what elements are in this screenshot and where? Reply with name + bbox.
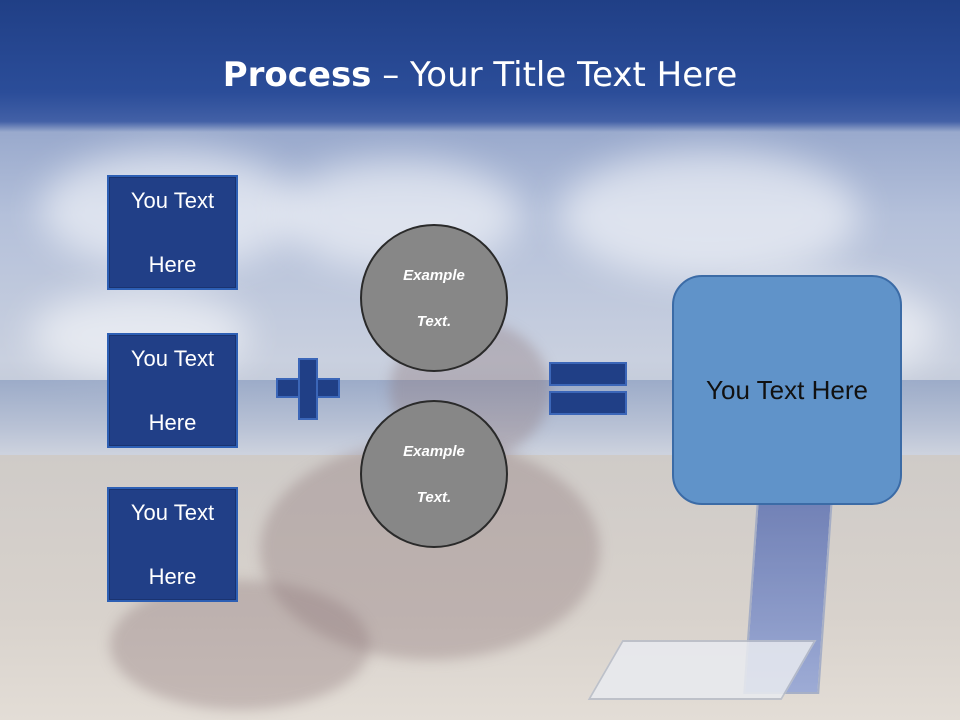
circle-2-line2: Text. [416, 488, 452, 506]
text-box-2-line1: You Text [130, 345, 215, 371]
text-box-1-line2: Here [148, 251, 197, 277]
slide-title: Process – Your Title Text Here [0, 50, 960, 100]
title-rest-part: – Your Title Text Here [371, 55, 738, 95]
plus-icon [276, 358, 340, 420]
result-text: You Text Here [706, 374, 868, 405]
text-box-1-line1: You Text [130, 187, 215, 213]
text-box-3-line2: Here [148, 563, 197, 589]
text-box-3-line1: You Text [130, 499, 215, 525]
circle-2-line1: Example [403, 442, 465, 460]
circle-1-line2: Text. [416, 312, 452, 330]
result-box: You Text Here [672, 275, 902, 505]
title-bar [0, 0, 960, 132]
circle-1-line1: Example [403, 266, 465, 284]
text-box-2-line2: Here [148, 409, 197, 435]
title-bold-part: Process [222, 55, 372, 95]
